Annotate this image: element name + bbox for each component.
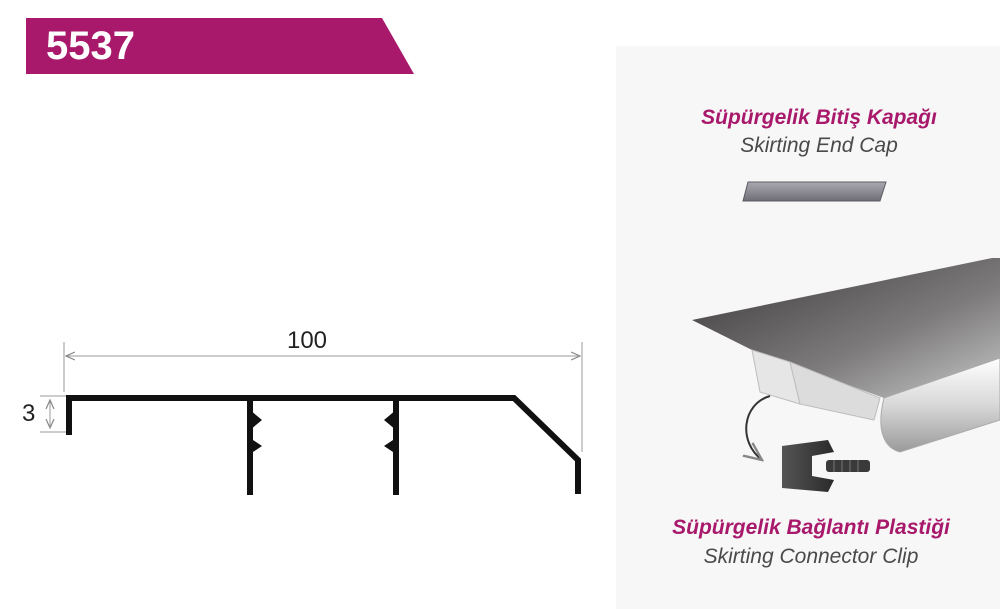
profile-cross-section <box>66 395 581 495</box>
connector-clip-label-en: Skirting Connector Clip <box>703 545 919 568</box>
product-code-banner: 5537 <box>26 18 414 74</box>
skirting-profile-image <box>692 258 1000 453</box>
end-cap-label-tr: Süpürgelik Bitiş Kapağı <box>701 106 937 129</box>
connector-clip-image <box>782 440 870 492</box>
connector-clip-label-tr: Süpürgelik Bağlantı Plastiği <box>672 516 950 539</box>
profile-barbs <box>250 410 396 454</box>
width-dimension: 100 <box>63 327 583 452</box>
height-dimension: 3 <box>22 395 66 433</box>
end-cap-label-en: Skirting End Cap <box>740 134 898 157</box>
end-cap-image <box>742 181 887 202</box>
width-label: 100 <box>287 327 327 354</box>
product-code: 5537 <box>46 24 135 68</box>
curved-arrow-icon <box>746 395 771 460</box>
height-label: 3 <box>22 400 35 427</box>
